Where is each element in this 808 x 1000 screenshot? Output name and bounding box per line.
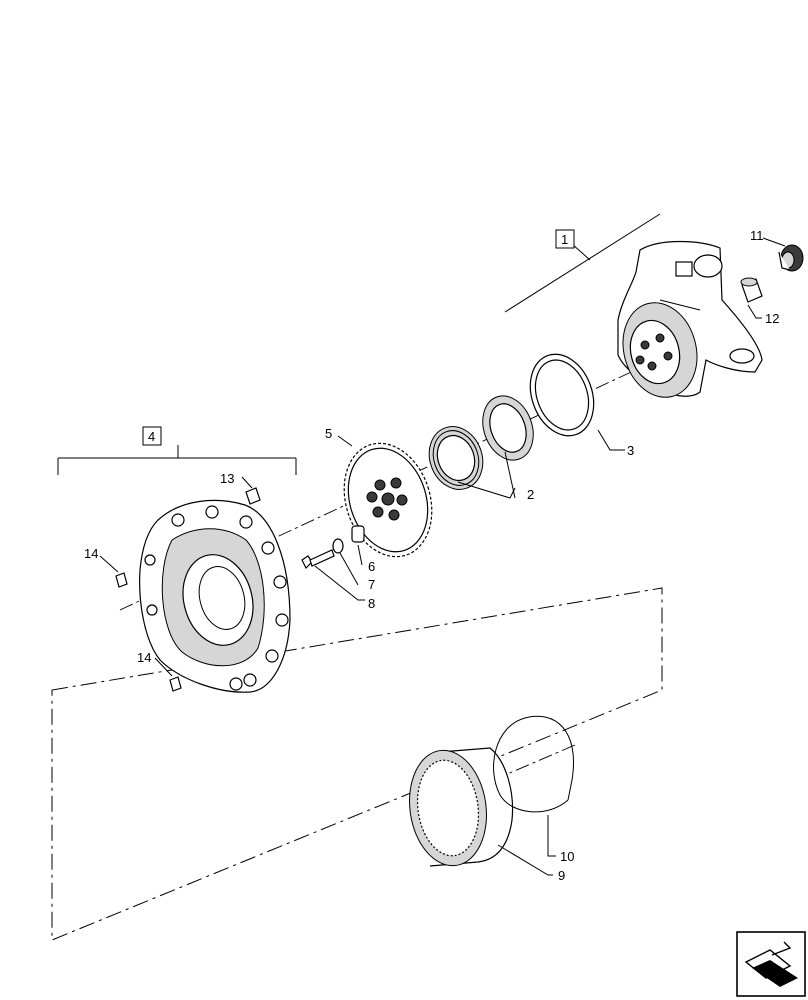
- item-5-gear: [343, 442, 433, 558]
- item-6-sleeve: [351, 525, 365, 543]
- item-2-bearing-inner: [428, 426, 484, 490]
- item-9-ring-gear: [409, 747, 514, 867]
- item-3-ring: [529, 353, 595, 437]
- item-11-bushing: [778, 244, 804, 272]
- callout-box-4: [142, 426, 162, 446]
- item-8-bolt: [301, 549, 335, 570]
- callout-12: 12: [765, 311, 779, 326]
- callout-5: 5: [325, 426, 332, 441]
- callout-14-top: 14: [84, 546, 98, 561]
- item-13-screw: [245, 487, 261, 505]
- item-10-snap-ring: [493, 715, 574, 813]
- callout-6: 6: [368, 559, 375, 574]
- callout-13: 13: [220, 471, 234, 486]
- item-7-washer: [332, 538, 344, 554]
- callout-14-bottom: 14: [137, 650, 151, 665]
- planetary-housing: [139, 499, 291, 693]
- callout-7: 7: [368, 577, 375, 592]
- callout-9: 9: [558, 868, 565, 883]
- callout-3: 3: [627, 443, 634, 458]
- item-14-plug-top: [115, 572, 128, 588]
- next-page-arrow-icon[interactable]: [736, 931, 806, 997]
- leader-lines: [57, 213, 786, 876]
- ring-gear-outline-box: [51, 587, 663, 941]
- callout-box-1: [555, 229, 575, 249]
- callout-1: 1: [561, 232, 568, 247]
- item-14-plug-bottom: [169, 676, 182, 692]
- callout-4: 4: [148, 429, 155, 444]
- callout-2: 2: [527, 487, 534, 502]
- item-2-bearing-outer: [482, 395, 534, 461]
- item-12-bushing: [740, 277, 763, 303]
- callout-11: 11: [750, 228, 764, 243]
- callout-10: 10: [560, 849, 574, 864]
- steering-knuckle: [617, 240, 763, 398]
- callout-8: 8: [368, 596, 375, 611]
